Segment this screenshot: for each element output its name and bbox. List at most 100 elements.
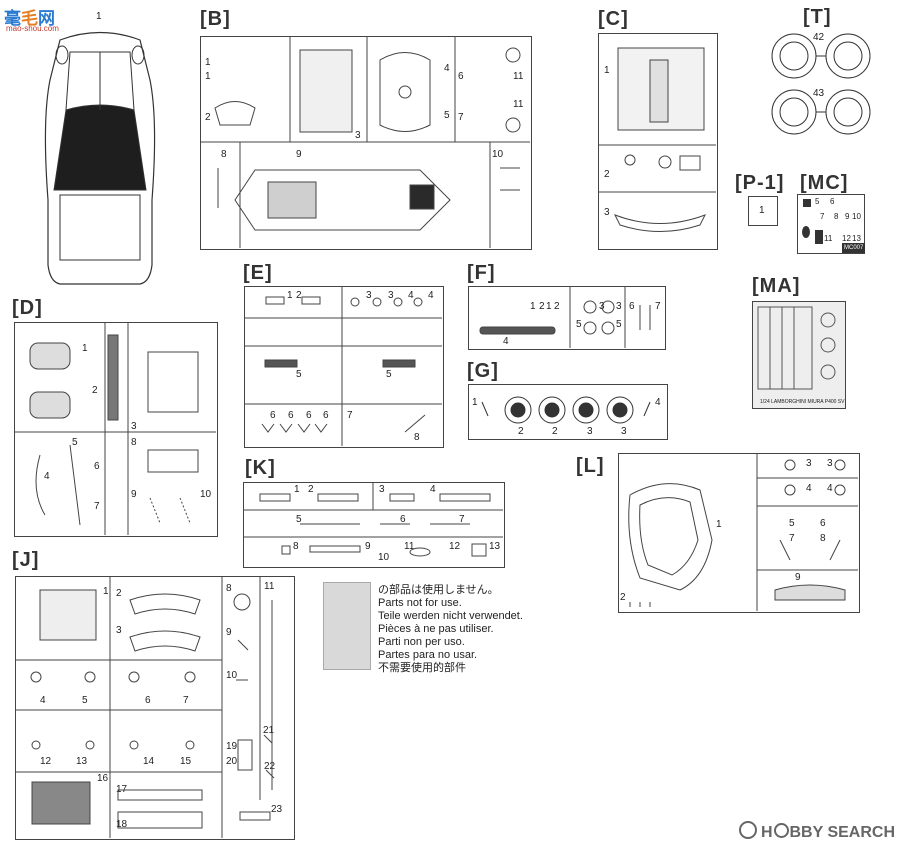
section-j-label: [J] xyxy=(12,549,40,571)
d-part-6: 6 xyxy=(94,461,100,472)
e-part-3b: 3 xyxy=(388,290,394,301)
mc-mark-12: 12 xyxy=(842,234,851,243)
b-part-9: 9 xyxy=(296,149,302,160)
b-part-11b: 11 xyxy=(513,99,524,110)
j-part-5: 5 xyxy=(82,695,88,706)
j-part-8: 8 xyxy=(226,583,232,594)
l-part-2: 2 xyxy=(620,592,626,603)
j-part-7: 7 xyxy=(183,695,189,706)
j-part-15: 15 xyxy=(180,756,192,767)
f-part-7: 7 xyxy=(655,301,661,312)
b-part-3: 3 xyxy=(355,130,361,141)
k-part-9: 9 xyxy=(365,541,371,552)
g-part-1: 1 xyxy=(472,397,478,408)
e-part-5a: 5 xyxy=(296,369,302,380)
k-part-8: 8 xyxy=(293,541,299,552)
d-part-10: 10 xyxy=(200,489,212,500)
b-part-6: 6 xyxy=(458,71,464,82)
k-part-11: 11 xyxy=(404,541,415,552)
mc-mark-9: 9 xyxy=(845,212,850,221)
section-ma-label: [MA] xyxy=(752,275,801,297)
e-part-2: 2 xyxy=(296,290,302,301)
j-part-6: 6 xyxy=(145,695,151,706)
f-part-2a: 2 xyxy=(539,301,545,312)
not-used-it: Parti non per uso. xyxy=(378,636,465,648)
l-part-1: 1 xyxy=(716,519,722,530)
b-part-10: 10 xyxy=(492,149,504,160)
d-part-7: 7 xyxy=(94,501,100,512)
hobby-search-icon xyxy=(738,821,757,839)
e-part-4a: 4 xyxy=(408,290,414,301)
section-k-label: [K] xyxy=(245,457,276,479)
l-part-4b: 4 xyxy=(827,483,833,494)
mc-mark-5: 5 xyxy=(815,197,820,206)
not-used-en: Parts not for use. xyxy=(378,597,462,609)
e-part-6c: 6 xyxy=(306,410,312,421)
j-part-3: 3 xyxy=(116,625,122,636)
mc-mark-8: 8 xyxy=(834,212,839,221)
e-part-6b: 6 xyxy=(288,410,294,421)
d-part-3: 3 xyxy=(131,421,137,432)
mc-mark-10: 10 xyxy=(852,212,861,221)
e-part-5b: 5 xyxy=(386,369,392,380)
not-used-de: Teile werden nicht verwendet. xyxy=(378,610,523,622)
k-part-10: 10 xyxy=(378,552,390,563)
b-part-4: 4 xyxy=(444,63,450,74)
l-part-4a: 4 xyxy=(806,483,812,494)
j-part-1: 1 xyxy=(103,586,109,597)
e-part-4b: 4 xyxy=(428,290,434,301)
j-part-13: 13 xyxy=(76,756,88,767)
f-part-1a: 1 xyxy=(530,301,536,312)
d-part-9: 9 xyxy=(131,489,137,500)
b-part-1a: 1 xyxy=(205,57,211,68)
t-part-42: 42 xyxy=(813,32,825,43)
f-part-6: 6 xyxy=(629,301,635,312)
c-part-1: 1 xyxy=(604,65,610,76)
d-part-8: 8 xyxy=(131,437,137,448)
l-part-9: 9 xyxy=(795,572,801,583)
g-part-4: 4 xyxy=(655,397,661,408)
g-part-3b: 3 xyxy=(621,426,627,437)
k-part-4: 4 xyxy=(430,484,436,495)
j-part-9: 9 xyxy=(226,627,232,638)
l-part-8: 8 xyxy=(820,533,826,544)
mc-mark-11: 11 xyxy=(824,234,833,243)
k-part-12: 12 xyxy=(449,541,461,552)
f-part-3b: 3 xyxy=(616,301,622,312)
j-part-20: 20 xyxy=(226,756,238,767)
b-part-8: 8 xyxy=(221,149,227,160)
hobby-o-icon xyxy=(773,823,789,838)
d-part-1: 1 xyxy=(82,343,88,354)
section-p1-frame xyxy=(748,196,778,226)
car-body-number: 1 xyxy=(96,11,102,22)
section-mc-label: [MC] xyxy=(800,172,849,194)
mc-mark-13: 13 xyxy=(852,234,861,243)
e-part-6d: 6 xyxy=(323,410,329,421)
k-part-2: 2 xyxy=(308,484,314,495)
j-part-23: 23 xyxy=(271,804,283,815)
j-part-19: 19 xyxy=(226,741,238,752)
j-part-22: 22 xyxy=(264,761,276,772)
j-part-2: 2 xyxy=(116,588,122,599)
ma-caption: 1/24 LAMBORGHINI MIURA P400 SV xyxy=(760,399,845,405)
f-part-5a: 5 xyxy=(576,319,582,330)
section-d-label: [D] xyxy=(12,297,43,319)
j-part-4: 4 xyxy=(40,695,46,706)
l-part-5: 5 xyxy=(789,518,795,529)
section-f-frame xyxy=(468,286,666,350)
section-e-label: [E] xyxy=(243,262,273,284)
section-f-label: [F] xyxy=(467,262,496,284)
k-part-1: 1 xyxy=(294,484,300,495)
j-part-11: 11 xyxy=(264,581,275,592)
b-part-2: 2 xyxy=(205,112,211,123)
l-part-3a: 3 xyxy=(806,458,812,469)
e-part-8: 8 xyxy=(414,432,420,443)
f-part-4: 4 xyxy=(503,336,509,347)
